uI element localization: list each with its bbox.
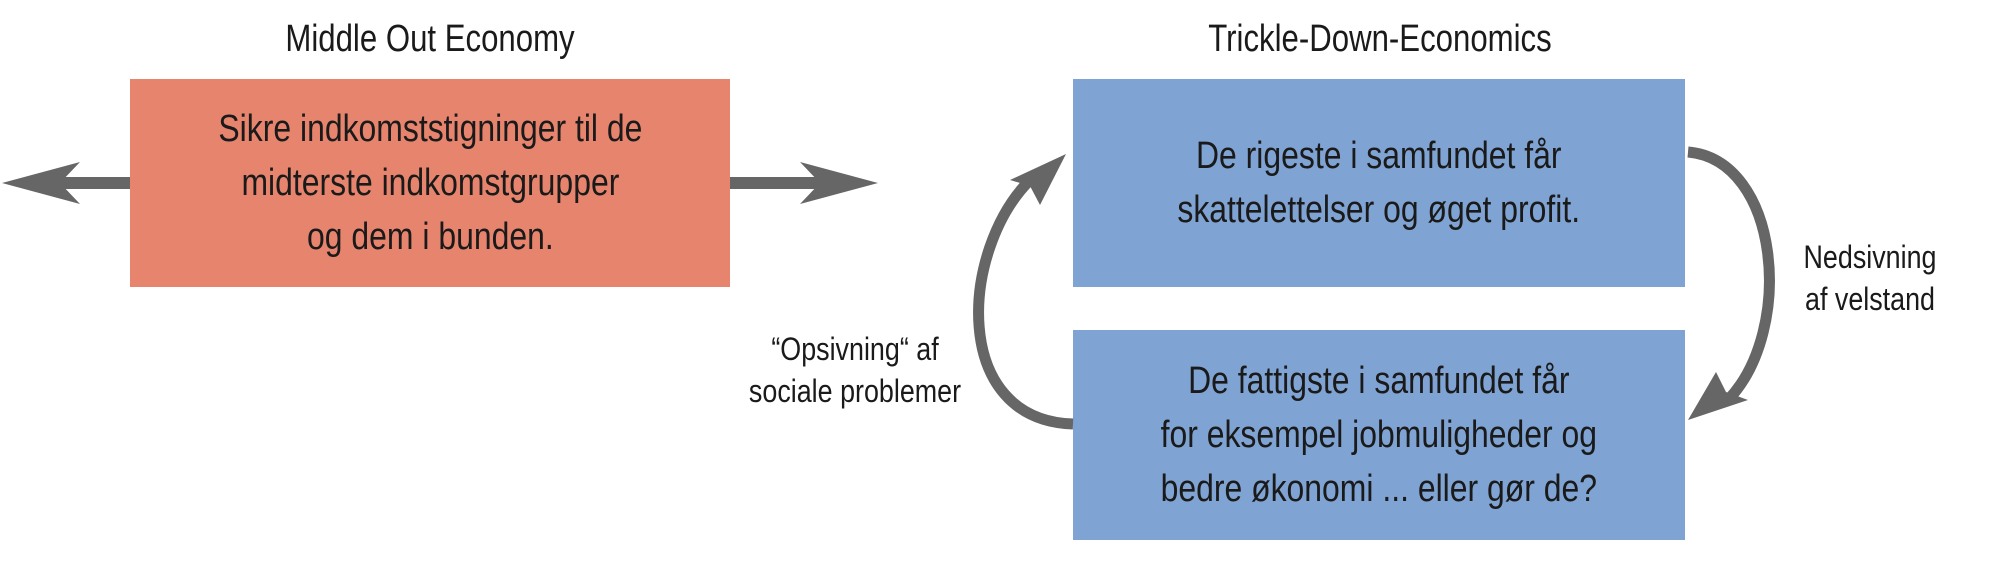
trickle-up-label: “Opsivning“ af sociale problemer: [748, 331, 962, 409]
poor-box-text: De fattigste i samfundet får for eksempe…: [1160, 360, 1598, 510]
trickle-down-arrow-icon: [1687, 146, 1775, 420]
right-arrow-icon: [730, 162, 878, 204]
left-arrow-icon: [2, 162, 130, 204]
middle-out-title: Middle Out Economy: [285, 18, 575, 60]
rich-box: De rigeste i samfundet får skattelettels…: [1073, 79, 1685, 287]
trickle-down-label: Nedsivning af velstand: [1803, 239, 1937, 317]
middle-out-box-text: Sikre indkomststigninger til de midterst…: [217, 108, 643, 258]
rich-box-text: De rigeste i samfundet får skattelettels…: [1177, 135, 1581, 231]
poor-box: De fattigste i samfundet får for eksempe…: [1073, 330, 1685, 540]
trickle-up-arrow-icon: [973, 154, 1074, 430]
trickle-down-title: Trickle-Down-Economics: [1208, 18, 1552, 60]
middle-out-box: Sikre indkomststigninger til de midterst…: [130, 79, 730, 287]
